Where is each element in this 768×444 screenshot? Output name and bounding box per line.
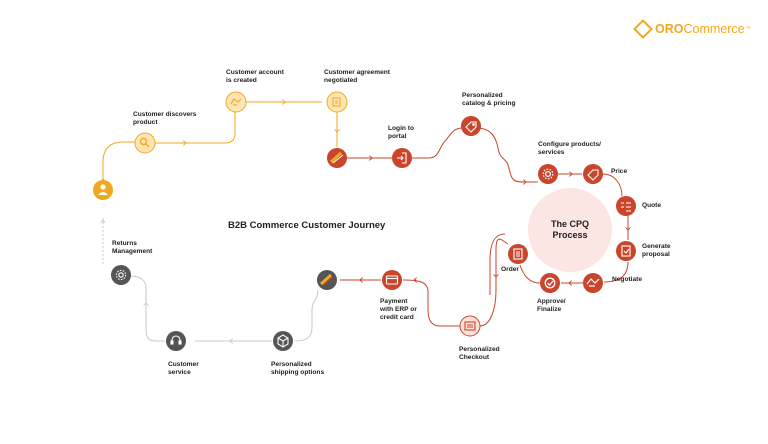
yellow-path	[100, 99, 340, 183]
pencil-icon	[319, 273, 334, 286]
handshake-icon	[230, 98, 242, 106]
search-icon	[139, 137, 150, 148]
cpq-label: The CPQ Process	[550, 219, 589, 240]
node-service	[166, 331, 186, 351]
credit-card-icon	[385, 275, 399, 285]
label-approve: Approve/ Finalize	[537, 298, 566, 313]
price-tag-icon	[465, 121, 477, 133]
oro-logo-icon	[633, 19, 653, 39]
diagram-title: B2B Commerce Customer Journey	[228, 220, 386, 231]
logo-light-text: Commerce	[683, 22, 745, 36]
person-icon	[98, 184, 108, 195]
returns-gear-icon	[115, 269, 127, 281]
node-payment	[382, 270, 402, 290]
node-person	[93, 180, 113, 200]
pencil-icon	[329, 151, 344, 164]
node-transition	[327, 148, 347, 168]
gray-path	[100, 218, 319, 344]
node-shipping	[273, 331, 293, 351]
label-login: Login to portal	[388, 125, 414, 140]
label-service: Customer service	[168, 361, 199, 376]
node-configure	[538, 164, 558, 184]
label-account: Customer account is created	[226, 69, 284, 84]
document-edit-icon	[332, 97, 341, 107]
node-discover	[134, 132, 156, 154]
tag-icon	[587, 169, 599, 181]
node-account	[225, 91, 247, 113]
logo-trademark: ™	[745, 26, 751, 32]
label-price: Price	[611, 168, 628, 175]
label-quote: Quote	[642, 202, 662, 209]
node-quote	[616, 196, 636, 216]
node-approve	[540, 273, 560, 293]
checkout-icon	[464, 321, 476, 331]
gear-icon	[542, 168, 554, 180]
node-negotiate	[583, 273, 603, 293]
logo-bold-text: ORO	[655, 22, 684, 36]
node-price	[583, 164, 603, 184]
headset-icon	[170, 335, 182, 345]
node-agreement	[326, 91, 348, 113]
node-proposal	[616, 241, 636, 261]
document-check-icon	[621, 245, 631, 257]
label-proposal: Generate proposal	[642, 243, 671, 258]
label-shipping: Personalized shipping options	[271, 361, 325, 376]
node-login	[392, 148, 412, 168]
label-discover: Customer discovers product	[133, 111, 197, 126]
package-icon	[277, 334, 289, 348]
label-checkout: Personalized Checkout	[459, 346, 500, 361]
node-returns	[111, 265, 131, 285]
label-returns: Returns Management	[112, 240, 153, 255]
login-icon	[397, 152, 407, 164]
label-catalog: Personalized catalog & pricing	[462, 92, 516, 107]
checkmark-icon	[544, 277, 556, 289]
quote-list-icon	[621, 202, 631, 212]
label-payment: Payment with ERP or credit card	[380, 298, 417, 321]
node-transition-gray	[317, 270, 337, 290]
handshake-icon	[586, 278, 600, 287]
node-checkout	[459, 315, 481, 337]
label-negotiate: Negotiate	[612, 276, 643, 283]
node-order	[508, 244, 528, 264]
red-path	[340, 127, 631, 327]
label-configure: Configure products/ services	[538, 141, 602, 156]
node-catalog	[461, 116, 481, 136]
label-order: Order	[501, 266, 519, 273]
cpq-process-circle: The CPQ Process	[528, 188, 612, 272]
order-list-icon	[513, 248, 523, 260]
label-agreement: Customer agreement negotiated	[324, 69, 390, 84]
